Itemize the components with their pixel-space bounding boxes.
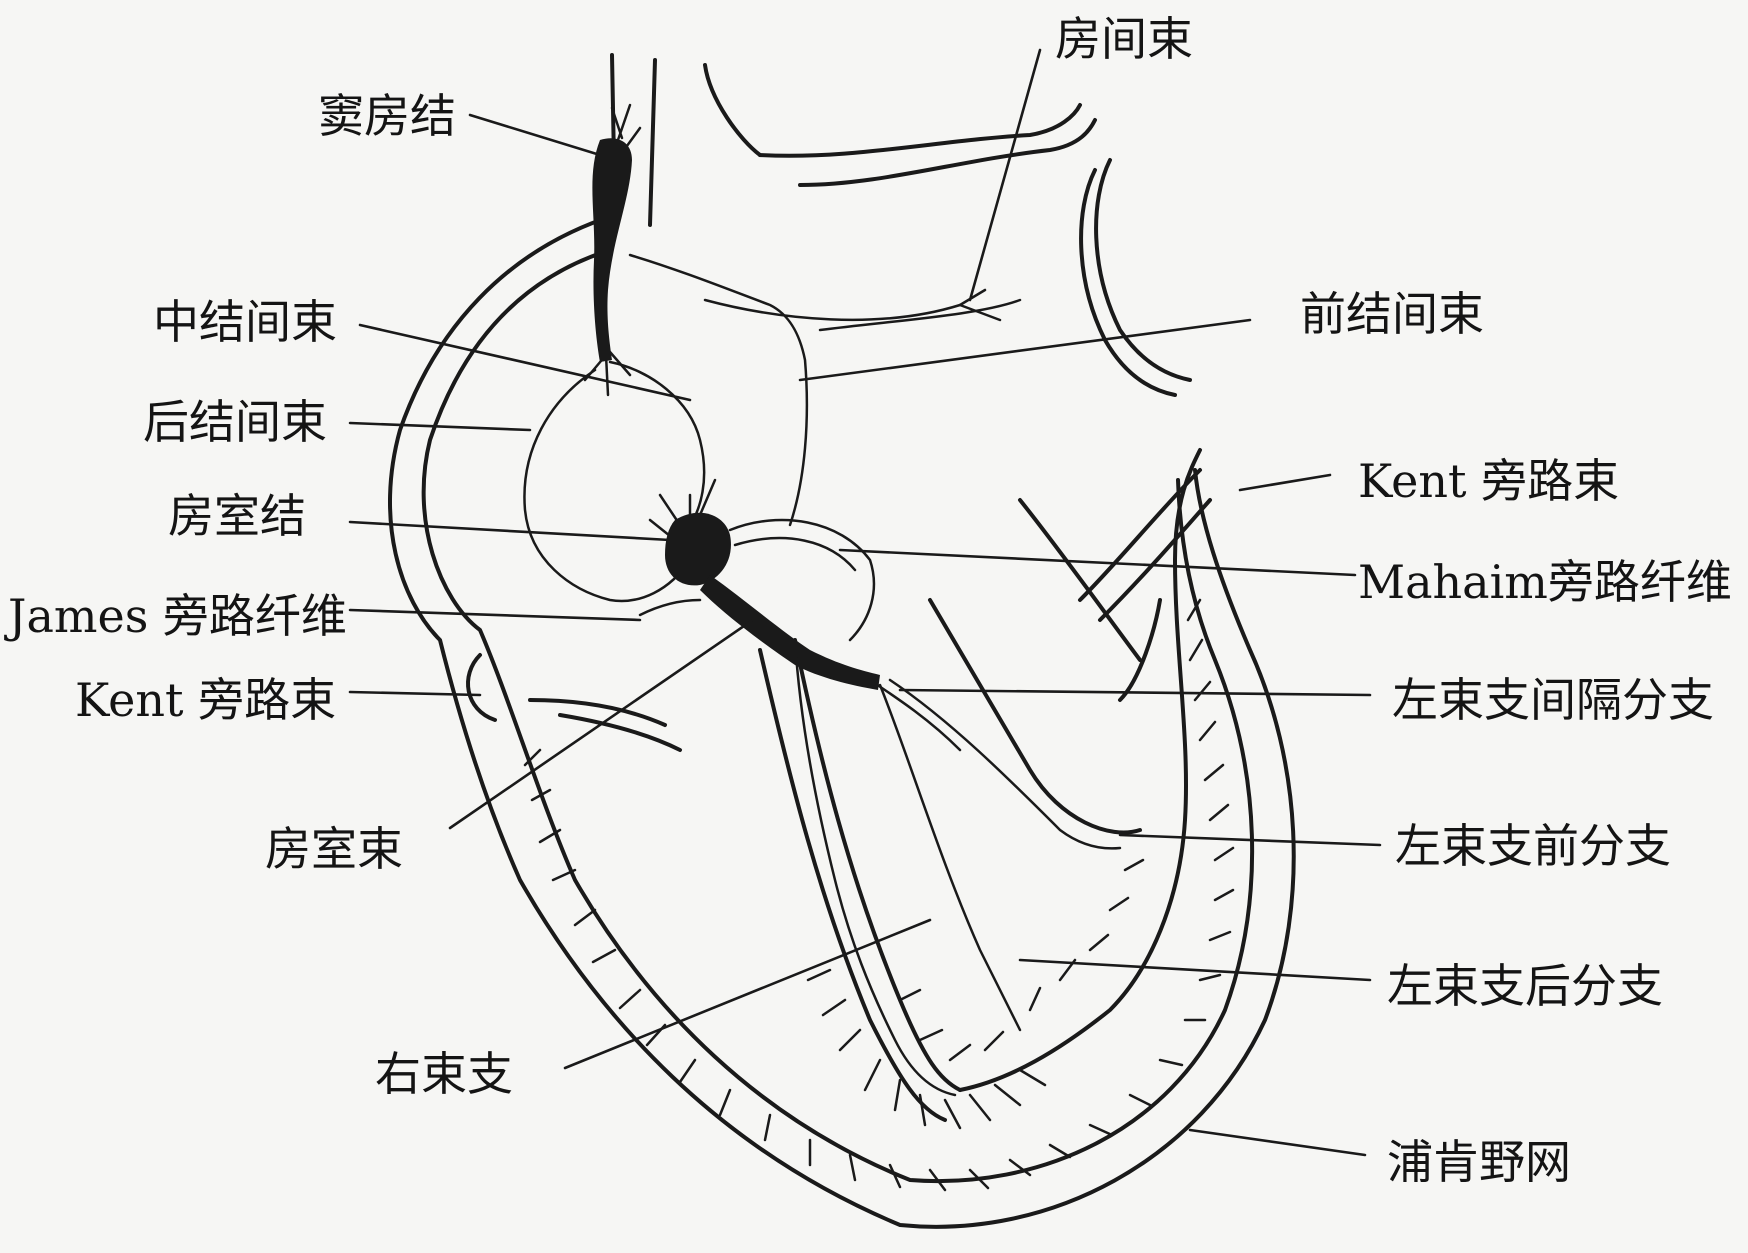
posterior-internodal-tract (524, 370, 690, 601)
leader-james (350, 610, 640, 620)
label-kent-right: Kent 旁路束 (1358, 454, 1619, 508)
anterior-internodal-tract (630, 255, 807, 525)
label-middle-internodal: 中结间束 (153, 295, 337, 349)
leader-lines (350, 50, 1380, 1155)
label-av-bundle: 房室束 (265, 822, 403, 876)
leader-av-bundle (450, 615, 760, 828)
leader-interatrial-bundle (970, 50, 1040, 300)
leader-middle-internodal (360, 325, 690, 400)
label-sa-node: 窦房结 (318, 89, 456, 143)
leader-mahaim (840, 550, 1355, 575)
leader-av-node (350, 522, 670, 540)
label-kent-left: Kent 旁路束 (75, 673, 336, 727)
label-james: James 旁路纤维 (4, 589, 347, 643)
label-purkinje: 浦肯野网 (1387, 1135, 1571, 1189)
leader-kent-left (350, 692, 480, 695)
heart-outline (390, 55, 1294, 1227)
leader-posterior-internodal (350, 423, 530, 430)
leader-anterior-internodal (800, 320, 1250, 380)
sa-node-body (592, 138, 632, 362)
av-node-body (665, 513, 731, 586)
label-lbb-anterior: 左束支前分支 (1395, 819, 1671, 873)
label-interatrial-bundle: 房间束 (1055, 12, 1193, 66)
leader-sa-node (470, 115, 600, 155)
label-lbb-septal: 左束支间隔分支 (1392, 673, 1714, 727)
leader-purkinje (1190, 1130, 1365, 1155)
label-mahaim: Mahaim旁路纤维 (1358, 555, 1732, 609)
leader-lbb-septal (900, 690, 1370, 695)
label-lbb-posterior: 左束支后分支 (1387, 959, 1663, 1013)
leader-kent-right (1240, 475, 1330, 490)
label-av-node: 房室结 (168, 489, 306, 543)
interatrial-bundle-path (705, 300, 960, 320)
label-right-bundle: 右束支 (375, 1047, 513, 1101)
leader-right-bundle (565, 920, 930, 1068)
label-posterior-internodal: 后结间束 (143, 395, 327, 449)
label-anterior-internodal: 前结间束 (1300, 287, 1484, 341)
lbb-posterior-branch (880, 685, 1020, 1030)
leader-lbb-posterior (1020, 960, 1370, 980)
conduction-system (524, 105, 1233, 1190)
his-bundle (700, 575, 880, 690)
